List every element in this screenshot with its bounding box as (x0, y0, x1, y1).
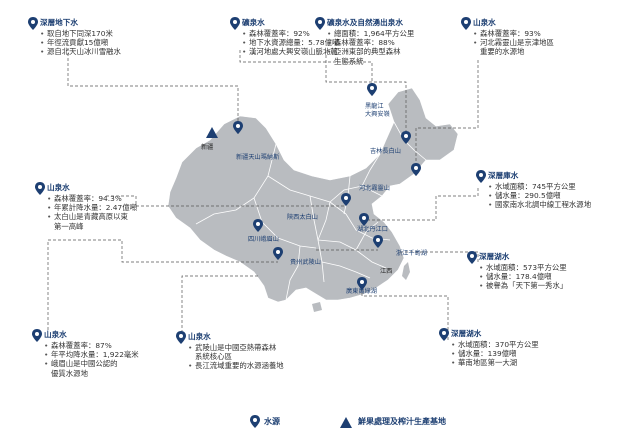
water-source-pin-icon (439, 328, 449, 341)
card-line: 森林覆蓋率：88% (327, 38, 414, 47)
hainan-island (312, 302, 322, 312)
card-line: 森林覆蓋率：87% (44, 341, 139, 350)
map-pin-icon (367, 81, 377, 100)
map-pin-icon (401, 129, 411, 148)
water-source-pin-icon (461, 17, 471, 30)
juice-base-icon (206, 127, 218, 138)
taiwan-island (402, 262, 410, 280)
water-source-pin-icon (315, 17, 325, 30)
legend-water-source: 水源 (264, 417, 280, 426)
card-title: 礦泉水 (242, 18, 265, 27)
card-line: 生態系統 (334, 56, 364, 66)
card-line: 年徑流貢獻15億噸 (40, 38, 121, 47)
water-source-pin-icon (467, 251, 477, 264)
card-line: 重要的水源地 (480, 47, 525, 57)
card-line: 漢河地處大興安嶺山脈北麓 (242, 47, 339, 56)
card-title: 深層湖水 (479, 252, 510, 261)
map-pin-icon (357, 275, 367, 294)
card-title: 深層地下水 (40, 18, 78, 27)
card-line: 長江流域重要的水源涵養地 (188, 361, 284, 370)
china-outline (167, 87, 459, 303)
card-title: 山泉水 (47, 183, 70, 192)
card-line: 年平均降水量：1,922毫米 (44, 350, 139, 359)
map-pin-icon (373, 233, 383, 252)
card-line: 河北霧靈山是京津地區 (473, 38, 554, 47)
maplabel-xinjiang: 新疆 (201, 144, 214, 151)
card-line: 源自北天山冰川雪融水 (40, 47, 121, 56)
maplabel-taibai: 陝西太白山 (287, 214, 318, 221)
card-line: 亞洲東部的典型森林 (327, 47, 414, 56)
card-line: 取自地下同深170米 (40, 29, 121, 38)
card-line: 國家南水北調中線工程水源地 (488, 200, 591, 209)
card-line: 水域面積：573平方公里 (479, 263, 567, 272)
maplabel-emei: 四川峨眉山 (248, 236, 279, 243)
card-line: 峨眉山是中國公認的 (44, 359, 139, 368)
legend-pin-icon (250, 415, 260, 428)
province-borders (195, 121, 427, 301)
maplabel-jiangxi: 江西 (380, 268, 393, 275)
card-line: 被譽為「天下第一秀水」 (479, 281, 567, 290)
water-source-pin-icon (32, 329, 42, 342)
map-pin-icon (253, 217, 263, 236)
map-pin-icon (359, 211, 369, 230)
card-title: 山泉水 (473, 18, 496, 27)
maplabel-wanlu: 廣東萬綠湖 (346, 288, 377, 295)
card-line: 水域面積：370平方公里 (451, 340, 539, 349)
card-line: 太白山是青藏高原以東 (47, 212, 137, 221)
maplabel-daxinganling: 黑龍江 大興安嶺 (365, 103, 390, 118)
legend-triangle-icon (340, 417, 352, 428)
maplabel-qiandao: 浙江千島湖 (396, 250, 427, 257)
water-source-pin-icon (176, 331, 186, 344)
card-line: 第一高峰 (54, 221, 84, 231)
maplabel-tianshan: 新疆天山瑪納斯 (236, 154, 280, 161)
card-line: 森林覆蓋率：93% (473, 29, 554, 38)
card-title: 山泉水 (44, 330, 67, 339)
maplabel-changbai: 吉林長白山 (370, 148, 401, 155)
legend-juice-base: 鮮果處理及榨汁生產基地 (358, 417, 446, 426)
card-title: 礦泉水及自然湧出泉水 (327, 18, 403, 27)
map-pin-icon (341, 191, 351, 210)
card-line: 森林覆蓋率：94.3% (47, 194, 137, 203)
maplabel-wuling-guizhou: 貴州武陵山 (290, 259, 321, 266)
card-line: 森林覆蓋率：92% (242, 29, 339, 38)
map-pin-icon (233, 119, 243, 138)
card-line: 年累計降水量：2.47億噸 (47, 203, 137, 212)
water-source-pin-icon (35, 182, 45, 195)
card-line: 水域面積：745平方公里 (488, 182, 591, 191)
water-source-pin-icon (28, 17, 38, 30)
card-line: 武陵山是中國亞熱帶森林 (188, 343, 284, 352)
card-title: 深層湖水 (451, 329, 482, 338)
water-source-pin-icon (476, 170, 486, 183)
card-line: 系統核心區 (195, 352, 232, 362)
card-title: 深層庫水 (488, 171, 519, 180)
water-source-pin-icon (230, 17, 240, 30)
card-line: 儲水量：139億噸 (451, 349, 539, 358)
map-pin-icon (411, 161, 421, 180)
card-title: 山泉水 (188, 332, 211, 341)
maplabel-danjiangkou: 湖北丹江口 (357, 226, 388, 233)
card-line: 儲水量：178.4億噸 (479, 272, 567, 281)
card-line: 地下水資源總量：5.78億噸 (242, 38, 339, 47)
card-line: 儲水量：290.5億噸 (488, 191, 591, 200)
map-pin-icon (273, 245, 283, 264)
card-line: 優質水源地 (51, 368, 88, 378)
card-line: 總面積：1,964平方公里 (327, 29, 414, 38)
maplabel-wuling-hebei: 河北霧靈山 (359, 185, 390, 192)
card-line: 華南地區第一大湖 (451, 358, 539, 367)
